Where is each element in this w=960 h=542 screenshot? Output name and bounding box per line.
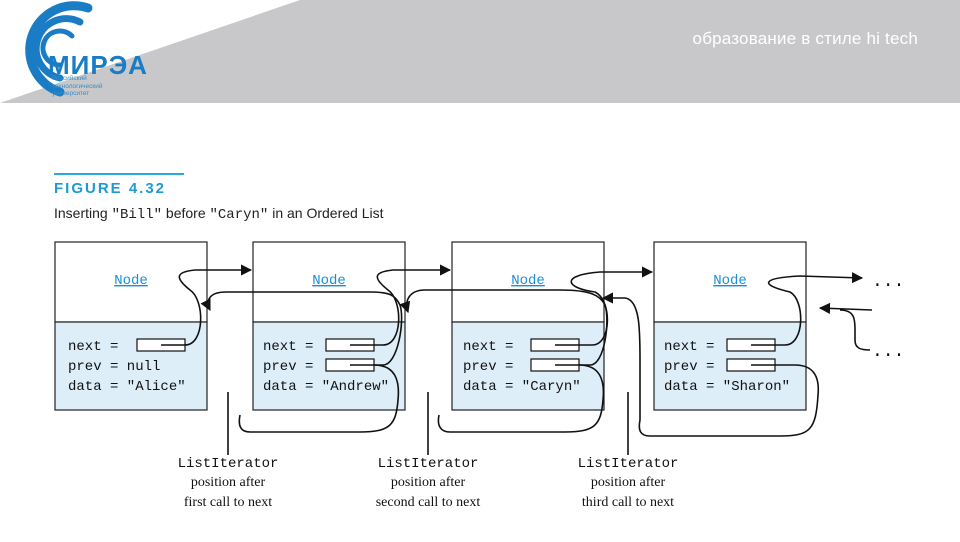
next-link xyxy=(751,272,864,346)
svg-text:ListIterator: ListIterator xyxy=(378,456,479,472)
node-data-label: data = "Caryn" xyxy=(463,379,581,395)
logo-arcs-icon xyxy=(25,1,93,97)
node-data-label: data = "Sharon" xyxy=(664,379,790,395)
svg-text:position after: position after xyxy=(591,475,666,490)
logo-subtitle: Российский технологический университет xyxy=(52,75,103,97)
next-link xyxy=(161,264,253,346)
node-data-label: data = "Andrew" xyxy=(263,379,389,395)
logo-word: МИРЭА xyxy=(48,50,148,80)
svg-text:ListIterator: ListIterator xyxy=(578,456,679,472)
prev-link xyxy=(399,289,608,366)
wrap-link xyxy=(437,364,605,433)
next-links xyxy=(161,264,864,346)
prev-links xyxy=(200,289,873,437)
mirea-logo[interactable]: МИРЭА Российский технологический универс… xyxy=(0,0,170,103)
ellipsis-top: ... xyxy=(872,272,904,292)
node-prev-label: prev = xyxy=(463,359,513,375)
node-next-label: next = xyxy=(664,339,714,355)
node-andrew: Node next = prev = data = "Andrew" xyxy=(252,241,406,411)
svg-text:second call to next: second call to next xyxy=(376,495,481,510)
node-next-label: next = xyxy=(68,339,118,355)
iterator-label-1: ListIterator position after first call t… xyxy=(178,456,279,510)
svg-text:position after: position after xyxy=(391,475,466,490)
node-alice: Node next = prev = null data = "Alice" xyxy=(54,241,208,411)
prev-link xyxy=(601,292,820,437)
svg-text:third call to next: third call to next xyxy=(582,495,674,510)
node-title: Node xyxy=(713,273,747,289)
iterator-markers xyxy=(227,392,629,455)
node-title: Node xyxy=(511,273,545,289)
svg-text:ListIterator: ListIterator xyxy=(178,456,279,472)
node-prev-label: prev = xyxy=(664,359,714,375)
wrap-links xyxy=(238,364,605,433)
header-bar: образование в стиле hi tech xyxy=(0,0,960,103)
node-caryn: Node next = prev = data = "Caryn" xyxy=(451,241,605,411)
prev-link xyxy=(200,291,403,366)
header-slogan: образование в стиле hi tech xyxy=(692,29,918,48)
figure-caption: Inserting "Bill" before "Caryn" in an Or… xyxy=(54,205,384,223)
node-next-label: next = xyxy=(463,339,513,355)
node-title: Node xyxy=(114,273,148,289)
figure-rule xyxy=(54,173,184,175)
node-next-label: next = xyxy=(263,339,313,355)
node-data-label: data = "Alice" xyxy=(68,379,186,395)
wrap-link xyxy=(238,364,400,433)
prev-link xyxy=(839,309,871,351)
iterator-label-3: ListIterator position after third call t… xyxy=(578,456,679,510)
node-prev-label: prev = xyxy=(263,359,313,375)
node-sharon: Node next = prev = data = "Sharon" xyxy=(653,241,807,411)
svg-text:position after: position after xyxy=(191,475,266,490)
node-title: Node xyxy=(312,273,346,289)
prev-link xyxy=(818,302,873,314)
next-link xyxy=(350,264,452,346)
ellipsis-bottom: ... xyxy=(872,342,904,362)
iterator-label-2: ListIterator position after second call … xyxy=(376,456,481,510)
next-link xyxy=(555,266,654,346)
node-prev-label: prev = null xyxy=(68,359,160,375)
figure-label: FIGURE 4.32 xyxy=(54,180,167,197)
svg-text:first call to next: first call to next xyxy=(184,495,272,510)
